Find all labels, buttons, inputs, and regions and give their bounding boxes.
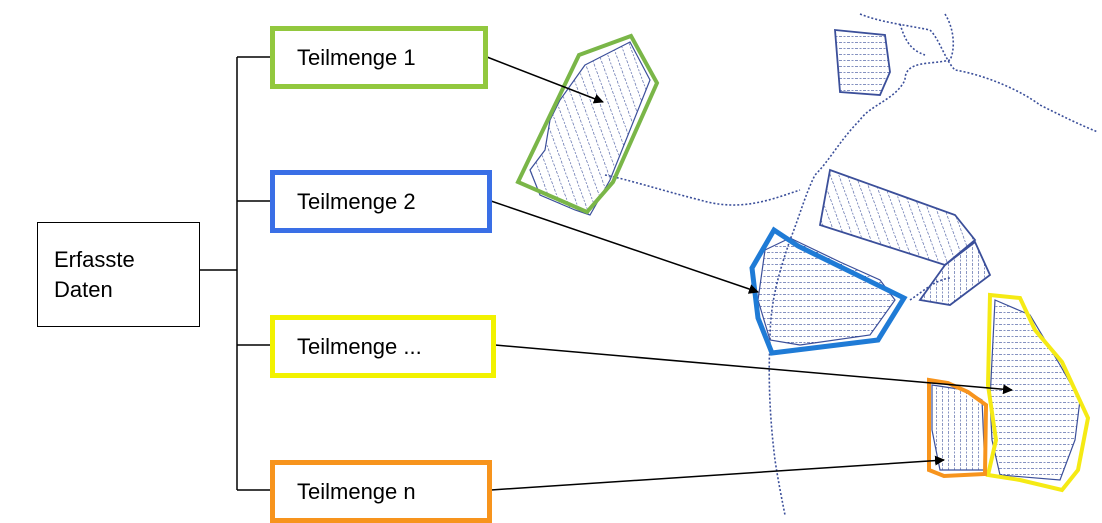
subset-2-label: Teilmenge 2 [297,188,416,214]
arrow-subset-dots [494,344,1013,395]
tree-connectors [200,56,272,491]
mapping-arrows [486,56,1013,491]
arrow-subset-1 [486,56,604,104]
region-1-outline [515,33,660,215]
region-1-field [515,33,660,216]
subset-box-n: Teilmenge n [270,460,492,523]
region-n-field [927,377,989,479]
root-box-captured-data: Erfasste Daten [37,222,200,327]
root-label-line1: Erfasste [54,246,135,272]
subset-box-2: Teilmenge 2 [270,170,492,233]
arrow-subset-2 [490,200,759,294]
subset-dots-label: Teilmenge ... [297,333,422,359]
subset-box-dots: Teilmenge ... [270,315,496,378]
field-unmarked-middle [818,168,992,306]
region-2-outline [749,226,908,356]
subset-1-label: Teilmenge 1 [297,44,416,70]
subset-n-label: Teilmenge n [297,478,416,504]
arrow-subset-n [490,455,945,491]
subset-box-1: Teilmenge 1 [270,26,488,89]
root-label-line2: Daten [54,276,113,302]
field-unmarked-top [834,28,891,96]
region-3-field [985,292,1091,493]
region-2-field [749,226,908,356]
region-3-outline [985,292,1091,493]
